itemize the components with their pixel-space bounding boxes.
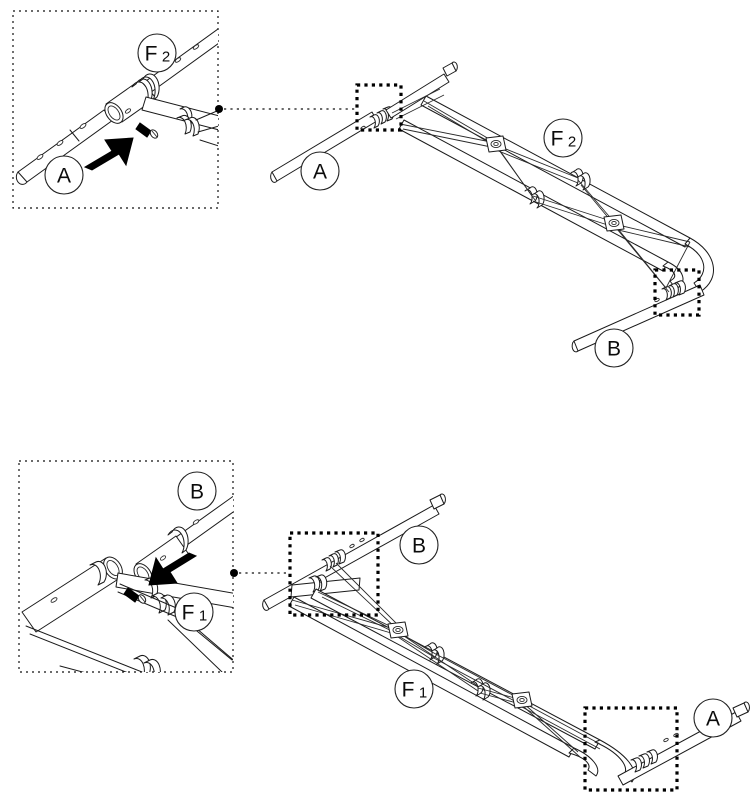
- joint-b-collars-bottom: [321, 537, 365, 572]
- screw-icon: [123, 587, 147, 604]
- callout-sublabel: 1: [419, 685, 427, 702]
- joint-b-collars: [654, 280, 686, 303]
- rail-lower-bottom: [288, 596, 575, 758]
- highlight-box-joint-b: [653, 268, 701, 317]
- callout-circle: [394, 669, 434, 709]
- callout-label: A: [57, 165, 71, 188]
- detail-panel-top-art: [15, 28, 218, 185]
- detail-panel-top-border: [12, 10, 219, 209]
- main-view-bottom: B F 1 A: [262, 493, 750, 792]
- callout-circle: [44, 155, 84, 195]
- insertion-arrow: [148, 552, 198, 586]
- left-cross-stub: [290, 574, 361, 598]
- pivot-hub: [511, 691, 533, 709]
- highlight-box-joint-a: [355, 83, 403, 132]
- step-top: F 2 A: [12, 10, 714, 368]
- callout-circle: [543, 118, 583, 158]
- callout-label: F: [145, 43, 158, 66]
- callout-label: B: [607, 338, 621, 361]
- socket-tube-end: [104, 73, 160, 124]
- joint-a-collars-bottom: [630, 732, 679, 773]
- pivot-hub: [485, 135, 507, 153]
- callout-f1-detail: F 1: [174, 592, 214, 632]
- leader-dot: [215, 105, 223, 113]
- truss-bracing-bottom: [291, 562, 601, 758]
- detail-panel-top: F 2 A: [12, 10, 219, 209]
- callout-f2-main-top: F 2: [543, 118, 583, 158]
- leader-dot: [230, 569, 238, 577]
- pivot-hub: [603, 214, 625, 232]
- callout-circle: [174, 592, 214, 632]
- main-view-top: A F 2 B: [270, 61, 714, 368]
- callout-b-detail: B: [177, 471, 217, 511]
- callout-f1-main-bottom: F 1: [394, 669, 434, 709]
- callout-circle: [594, 328, 634, 368]
- screw-icon: [135, 122, 159, 139]
- pivot-hubs-bottom: [387, 621, 533, 709]
- callout-sublabel: 2: [568, 134, 576, 151]
- highlight-box-joint-b: [288, 531, 380, 617]
- pivot-hubs: [485, 135, 625, 232]
- pivot-hub: [387, 621, 409, 639]
- callout-label: A: [313, 161, 327, 184]
- callout-circle: [399, 525, 439, 565]
- callout-label: B: [412, 535, 426, 558]
- callout-circle: [177, 471, 217, 511]
- callout-label: A: [706, 708, 720, 731]
- insertion-arrow: [83, 137, 134, 171]
- rail-upper-bottom: [310, 588, 601, 750]
- step-bottom: B F 1: [18, 460, 750, 792]
- callout-a-main-bottom: A: [693, 698, 733, 738]
- callout-label: F: [182, 602, 195, 625]
- callout-label: B: [190, 481, 204, 504]
- callout-f2-detail: F 2: [137, 33, 177, 73]
- callout-b-main-bottom: B: [399, 525, 439, 565]
- highlight-box-joint-a: [583, 706, 679, 792]
- callout-b-main-top: B: [594, 328, 634, 368]
- leader-bottom: [230, 569, 290, 577]
- callout-a-main-top: A: [300, 151, 340, 191]
- rail-upper: [420, 95, 691, 248]
- callout-circle: [300, 151, 340, 191]
- tube-part-a: [15, 109, 114, 185]
- callout-circle: [137, 33, 177, 73]
- callout-a-detail: A: [44, 155, 84, 195]
- callout-sublabel: 2: [162, 49, 170, 66]
- far-rails: [195, 110, 218, 147]
- callout-label: F: [402, 679, 415, 702]
- detail-panel-bottom: B F 1: [18, 460, 234, 673]
- leader-top: [215, 105, 357, 113]
- callout-circle: [693, 698, 733, 738]
- callout-sublabel: 1: [199, 608, 207, 625]
- cross-rail: [141, 96, 218, 137]
- top-cross-bar: [385, 61, 458, 119]
- detail-panel-bottom-border: [18, 460, 234, 673]
- lower-frame: [25, 583, 233, 672]
- callout-label: F: [551, 128, 564, 151]
